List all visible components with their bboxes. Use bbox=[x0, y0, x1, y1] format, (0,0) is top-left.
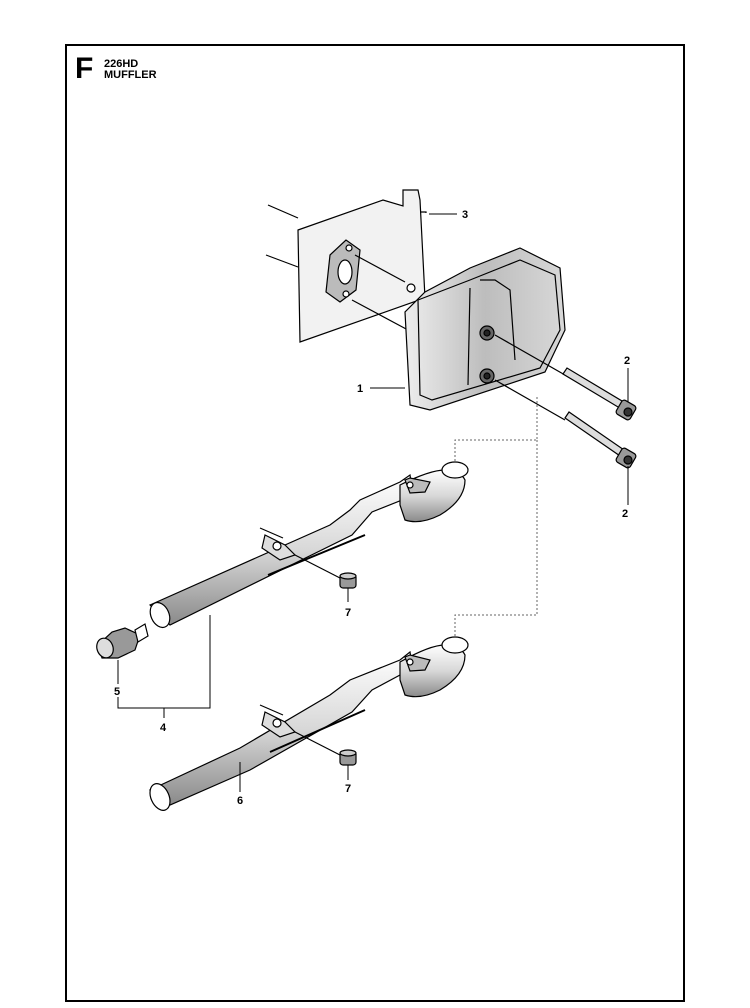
diagram-frame bbox=[65, 44, 685, 1002]
callout-7-top: 7 bbox=[345, 607, 351, 619]
callout-1: 1 bbox=[357, 383, 363, 395]
part-6-exhaust-pipe bbox=[148, 636, 469, 811]
section-letter: F bbox=[75, 52, 94, 85]
callout-2-top: 2 bbox=[624, 355, 630, 367]
part-3-gasket bbox=[265, 189, 427, 343]
part-5-tip bbox=[96, 623, 149, 659]
callout-4: 4 bbox=[160, 722, 167, 734]
leader-lines bbox=[117, 213, 629, 792]
callout-2-bottom: 2 bbox=[622, 508, 628, 520]
callout-6: 6 bbox=[237, 795, 243, 807]
part-4-exhaust-pipe bbox=[148, 461, 469, 629]
part-2-screw-top bbox=[562, 367, 637, 421]
diagram-title: MUFFLER bbox=[104, 69, 157, 81]
part-7-bolt-bottom bbox=[339, 749, 357, 766]
part-7-bolt-top bbox=[339, 572, 357, 589]
model-name: 226HD bbox=[104, 58, 139, 70]
callout-3: 3 bbox=[462, 209, 468, 221]
dotted-guide-lines bbox=[454, 395, 538, 640]
callout-7-bottom: 7 bbox=[345, 783, 351, 795]
callout-5: 5 bbox=[114, 686, 120, 698]
part-1-muffler bbox=[404, 247, 566, 421]
part-2-screw-bottom bbox=[564, 411, 637, 469]
